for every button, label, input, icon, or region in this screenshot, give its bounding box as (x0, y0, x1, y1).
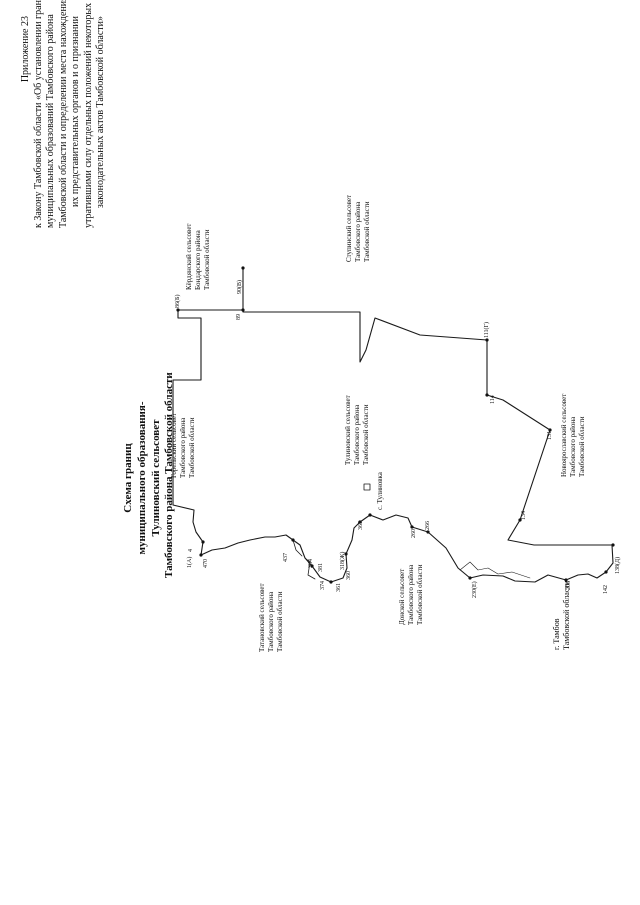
label-line: Тамбовского района (353, 201, 362, 262)
point-label: 142 (603, 585, 609, 594)
label-line: Тамбовской области (415, 564, 424, 625)
point-label: 131 (547, 431, 553, 440)
label-line: Донской сельсовет (398, 568, 406, 625)
label-line: Тамбовского района (178, 417, 187, 478)
label-line: Тамбовского района (266, 591, 275, 652)
point-label: 374 (320, 581, 326, 590)
label-line: Новоярославский сельсовет (560, 393, 568, 477)
neighbor-label-donskoy: Донской сельсовет Тамбовского района Там… (398, 564, 424, 625)
label-line: Ступинский сельсовет (345, 194, 353, 262)
annex-line: утратившими силу отдельных положений нек… (82, 2, 94, 228)
point-label: 260 (411, 529, 417, 538)
point-label: 318(Ж) (340, 551, 346, 570)
label-line: Тамбовского района (352, 404, 361, 465)
point-label: 384 (308, 559, 314, 568)
title-line: муниципального образования- (135, 401, 148, 555)
point-label: 360 (346, 571, 352, 580)
point-label: 208 (566, 581, 572, 590)
point-label: 86(Б) (175, 294, 181, 308)
map-title: Схема границ муниципального образования-… (122, 372, 177, 578)
point-label: 361 (336, 583, 342, 592)
label-line: г. Тамбов (552, 618, 561, 650)
point-label: 111(Г) (484, 321, 490, 338)
label-line: Тамбовской области (187, 417, 196, 478)
label-line: Кёрдянский сельсовет (185, 223, 193, 290)
label-line: Тамбовской области (361, 404, 370, 465)
point-label: 138(Д) (615, 556, 621, 574)
settlement-marker (363, 483, 371, 491)
neighbor-label-tatanovskiy: Татановский сельсовет Тамбовского района… (258, 583, 284, 652)
annex-line: муниципальных образований Тамбовского ра… (45, 14, 56, 228)
point-label: 437 (283, 553, 289, 562)
title-line: Схема границ (122, 443, 134, 513)
label-line: Тамбовской области (202, 229, 211, 290)
neighbor-label-gorelskiy: Горельский сельсовет Тамбовского района … (170, 413, 196, 478)
label-line: Горельский сельсовет (170, 413, 178, 478)
river-line (459, 561, 531, 579)
label-line: Тамбовской области (577, 416, 586, 477)
label-line: Тулиновский сельсовет (344, 395, 352, 465)
neighbor-label-tambov: г. Тамбов Тамбовской области (552, 581, 572, 650)
label-line: Тамбовской области (275, 591, 284, 652)
annex-heading: Приложение 23 к Закону Тамбовской област… (20, 0, 108, 228)
point-label: 90(В) (237, 280, 243, 294)
label-line: с. Тулиновка (376, 472, 384, 510)
annex-line: их представительных органов и о признани… (70, 16, 81, 207)
settlement-label: с. Тулиновка (376, 472, 385, 510)
point-label: 230(Е) (472, 581, 478, 598)
point-label: 114 (490, 395, 496, 404)
point-label: 89 (236, 314, 242, 320)
point-label: 369 (358, 521, 364, 530)
title-line: Тулиновский сельсовет (149, 419, 162, 537)
neighbor-label-karianskiy: Кёрдянский сельсовет Бондарского района … (185, 224, 211, 290)
label-line: Тамбовского района (406, 564, 415, 625)
label-line: Тамбовской области (562, 580, 571, 650)
point-label: 266 (425, 521, 431, 530)
label-line: Тамбовской области (362, 201, 371, 262)
point-label: 1(А) (187, 556, 193, 568)
boundary-detail (292, 539, 316, 580)
neighbor-label-stupinskiy: Ступинский сельсовет Тамбовского района … (345, 195, 371, 262)
title-line: Тамбовского района Тамбовской области (163, 372, 176, 578)
annex-line: Приложение 23 (20, 16, 31, 83)
annex-line: законодательных актов Тамбовской области… (95, 16, 106, 209)
neighbor-label-novoyaroslavskiy: Новоярославский сельсовет Тамбовского ра… (560, 394, 586, 477)
annex-line: Тамбовской области и определении места н… (57, 0, 69, 228)
point-label: 470 (203, 559, 209, 568)
label-line: Тамбовского района (568, 416, 577, 477)
annex-line: к Закону Тамбовской области «Об установл… (32, 0, 44, 228)
label-line: Татановский сельсовет (258, 583, 266, 652)
neighbor-label-tulinovskiy: Тулиновский сельсовет Тамбовского района… (344, 395, 370, 465)
point-label: 4 (188, 549, 194, 552)
point-label: 381 (318, 563, 324, 572)
label-line: Бондарского района (193, 230, 202, 290)
point-label: 134 (521, 511, 527, 520)
